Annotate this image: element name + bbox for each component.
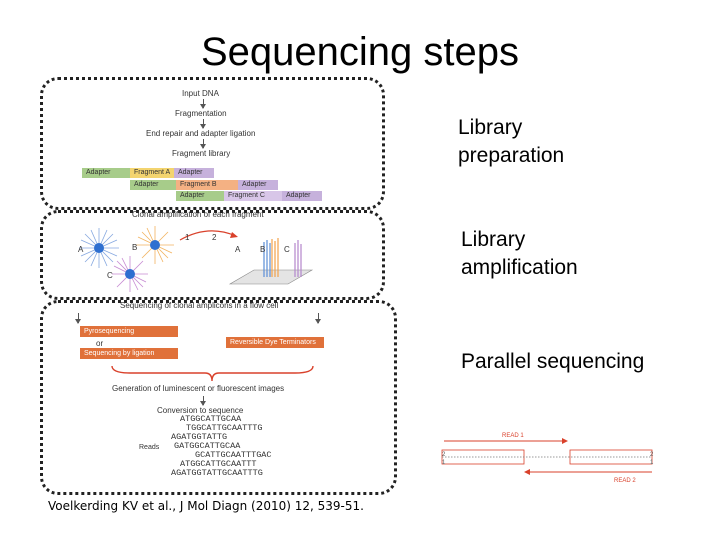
step-label: 1 [185,233,190,242]
arrow-icon [200,139,206,149]
label-line-1: Library [458,116,523,139]
progression-arc [179,230,238,241]
adapter-block: Adapter [82,168,130,178]
read-sequence: GATGGCATTGCAA [174,441,241,451]
label-line-2: amplification [461,256,578,279]
flow-cell-icon [228,238,314,285]
frame-parallel-sequencing [40,300,397,495]
reversible-terminators-box: Reversible Dye Terminators [226,337,324,348]
read1-label: READ 1 [502,433,524,439]
read-sequence: TGGCATTGCAATTTG [186,423,263,433]
amplification-illustration: A B C 1 2 A B C [78,226,314,292]
citation: Voelkerding KV et al., J Mol Diagn (2010… [48,499,364,513]
read-sequence: ATGGCATTGCAATTT [180,459,257,469]
read-sequence: GCATTGCAATTTGAC [195,450,272,460]
bead-c-icon [112,256,148,292]
bead-b-icon [136,226,174,264]
bead-label: B [132,243,137,252]
brace-icon [111,365,314,382]
flow-cell-sequencing-label: Sequencing of clonal amplicons in a flow… [120,301,279,310]
paired-end-mark: 2 [650,452,654,458]
cluster-label: A [235,245,241,254]
label-parallel-sequencing: Parallel sequencing [461,350,645,373]
reads-label: Reads [139,444,160,451]
read-sequence: ATGGCATTGCAA [180,414,242,424]
fragmentation-label: Fragmentation [175,109,227,118]
fragment-block: Fragment C [224,191,282,201]
end-repair-label: End repair and adapter ligation [146,129,256,138]
pyrosequencing-box: Pyrosequencing [80,326,178,337]
adapter-block: Adapter [176,191,224,201]
bead-label: A [78,245,84,254]
or-label: or [96,339,104,348]
cluster-label: B [260,245,265,254]
label-library-preparation: Library preparation [458,114,564,170]
arrow-icon [315,313,321,324]
read-sequence: AGATGGTATTG [171,432,228,442]
adapter-block: Adapter [130,180,176,190]
conversion-label: Conversion to sequence [157,406,244,415]
bead-a-icon [79,228,119,268]
paired-end-mark: 1 [650,460,654,466]
adapter-block: Adapter [174,168,214,178]
fragment-library-label: Fragment library [172,149,231,158]
frame-library-preparation [40,77,385,210]
label-line-2: preparation [458,144,565,167]
step-label: 2 [212,233,217,242]
frame-library-amplification [40,210,385,300]
arrow-icon [200,99,206,109]
read2-label: READ 2 [614,478,636,484]
label-line-1: Library [461,228,526,251]
fragment-block: Fragment B [176,180,238,190]
slide-title: Sequencing steps [200,30,519,74]
arrow-icon [75,313,81,324]
fragment-block: Fragment A [130,168,174,178]
paired-end-mark: 2 [442,452,446,458]
sequencing-ligation-box: Sequencing by ligation [80,348,178,359]
read-sequence: AGATGGTATTGCAATTTG [171,468,263,478]
adapter-block: Adapter [282,191,322,201]
adapter-block: Adapter [238,180,278,190]
luminescent-images-label: Generation of luminescent or fluorescent… [112,384,285,393]
input-dna-label: Input DNA [182,89,219,98]
label-library-amplification: Library amplification [461,226,578,282]
paired-end-reads-diagram: READ 1 2 1 2 1 READ 2 [441,433,654,484]
arrow-icon [200,119,206,129]
cluster-label: C [284,245,290,254]
clonal-amplification-label: Clonal amplification of each fragment [132,210,264,219]
reads-list: ATGGCATTGCAA TGGCATTGCAATTTG AGATGGTATTG… [160,415,272,478]
bead-label: C [107,271,113,280]
paired-end-mark: 1 [442,460,446,466]
arrow-icon [200,396,206,406]
